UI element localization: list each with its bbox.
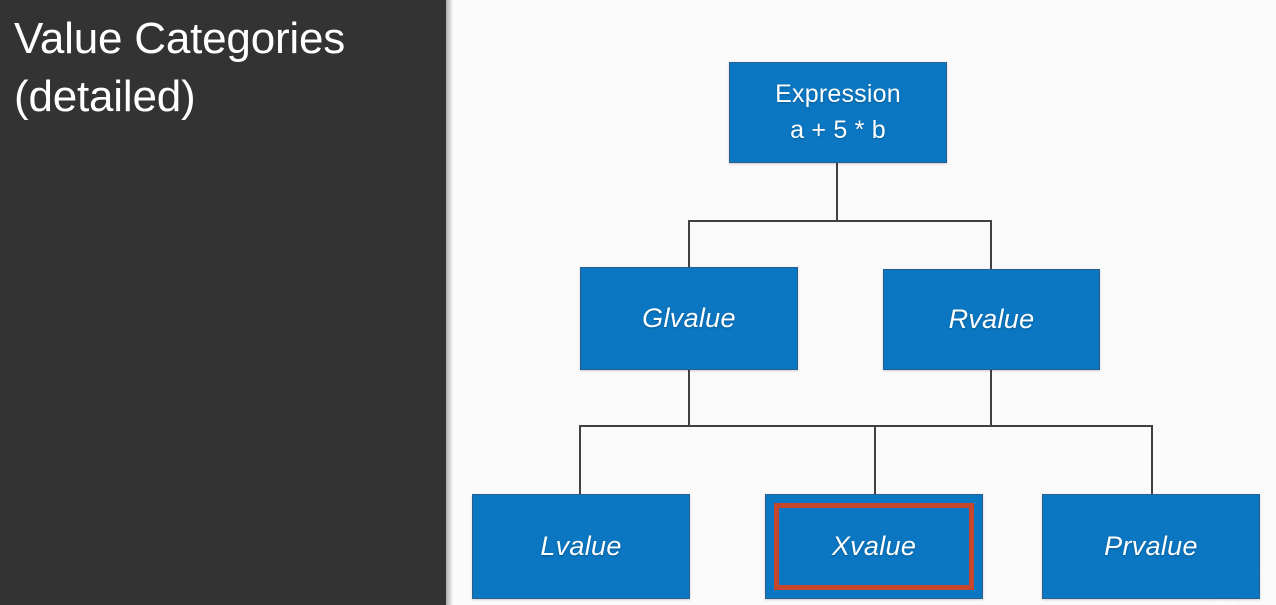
node-prvalue[interactable]: Prvalue [1042,494,1260,599]
node-glvalue-label: Glvalue [642,303,736,333]
node-xvalue-label: Xvalue [831,531,917,561]
connector-expression-stem [836,163,838,222]
node-lvalue-label: Lvalue [540,531,622,561]
connector-to-rvalue [990,220,992,270]
diagram-canvas: Expression a + 5 * b Glvalue Rvalue Lval… [453,0,1276,605]
node-expression[interactable]: Expression a + 5 * b [729,62,947,163]
connector-to-xvalue [874,425,876,494]
connector-to-lvalue [579,425,581,494]
connector-to-prvalue [1151,425,1153,494]
page-title: Value Categories (detailed) [14,14,346,122]
node-lvalue[interactable]: Lvalue [472,494,690,599]
title-panel: Value Categories (detailed) [0,0,453,605]
node-expression-label: Expression a + 5 * b [775,80,901,144]
connector-level1-bus [688,220,991,222]
node-xvalue[interactable]: Xvalue [765,494,983,599]
connector-level2-bus [579,425,1153,427]
node-rvalue-label: Rvalue [948,304,1035,334]
connector-rvalue-stem [990,370,992,426]
node-glvalue[interactable]: Glvalue [580,267,798,370]
connector-glvalue-stem [688,370,690,426]
node-rvalue[interactable]: Rvalue [883,269,1100,370]
connector-to-glvalue [688,220,690,268]
node-prvalue-label: Prvalue [1104,531,1198,561]
